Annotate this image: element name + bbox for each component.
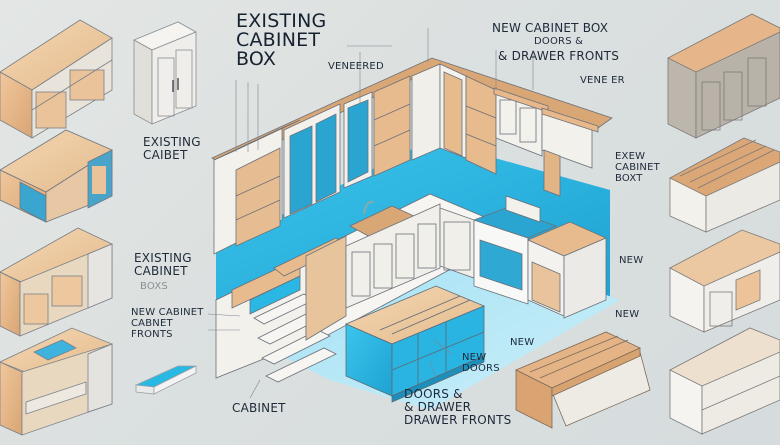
label-new-doors: NEW DOORS [462,352,500,374]
wood-top-drawer-unit [515,331,651,429]
base-cabinet-drawer-door [0,227,113,337]
leader-lines [207,28,534,399]
label-veneered: VENEERED [328,61,384,72]
wall-cabinet-white-doors [133,21,197,125]
label-doors-drawer-fronts: DOORS & & DRAWER DRAWER FRONTS [404,387,512,427]
label-new-2: NEW [615,309,640,320]
label-doors-amp: DOORS & [534,36,584,47]
label-new-1: NEW [619,255,644,266]
label-faded-boxs: BOXS [140,281,168,292]
label-new-cabinet-box: NEW CABINET BOX [492,21,609,35]
label-cabinet-bottom: CABINET [232,401,286,415]
white-dresser-unit [669,327,780,435]
base-cabinet-blue-fronts [0,129,113,223]
open-base-cabinet-wood [0,19,113,139]
white-base-cabinet-open-top [669,229,780,333]
label-exew-cabinet-boxt: EXEW CABINET BOXT [615,151,660,184]
cabinet-box-with-veneer-strips [669,137,780,233]
l-shaped-kitchen-layout [211,57,620,410]
label-new-3: NEW [510,337,535,348]
label-new-cabinet-fronts: NEW CABINET CABNET FRONTS [131,307,204,340]
label-drawer-fronts-top: & DRAWER FRONTS [498,49,620,63]
label-veneer-right: VENE ER [580,75,625,86]
label-existing-cabinet-mid: EXISTING CABINET [134,251,192,278]
blue-drawer-front [134,365,197,395]
label-existing-caibet: EXISTING CAIBET [143,135,201,162]
base-cabinet-open-drawers [0,327,114,436]
kitchen-island-blue-drawers [344,285,486,403]
grey-base-cabinet-long [667,13,780,139]
label-existing-cabinet-box: EXISTING CABINET BOX [236,10,327,70]
